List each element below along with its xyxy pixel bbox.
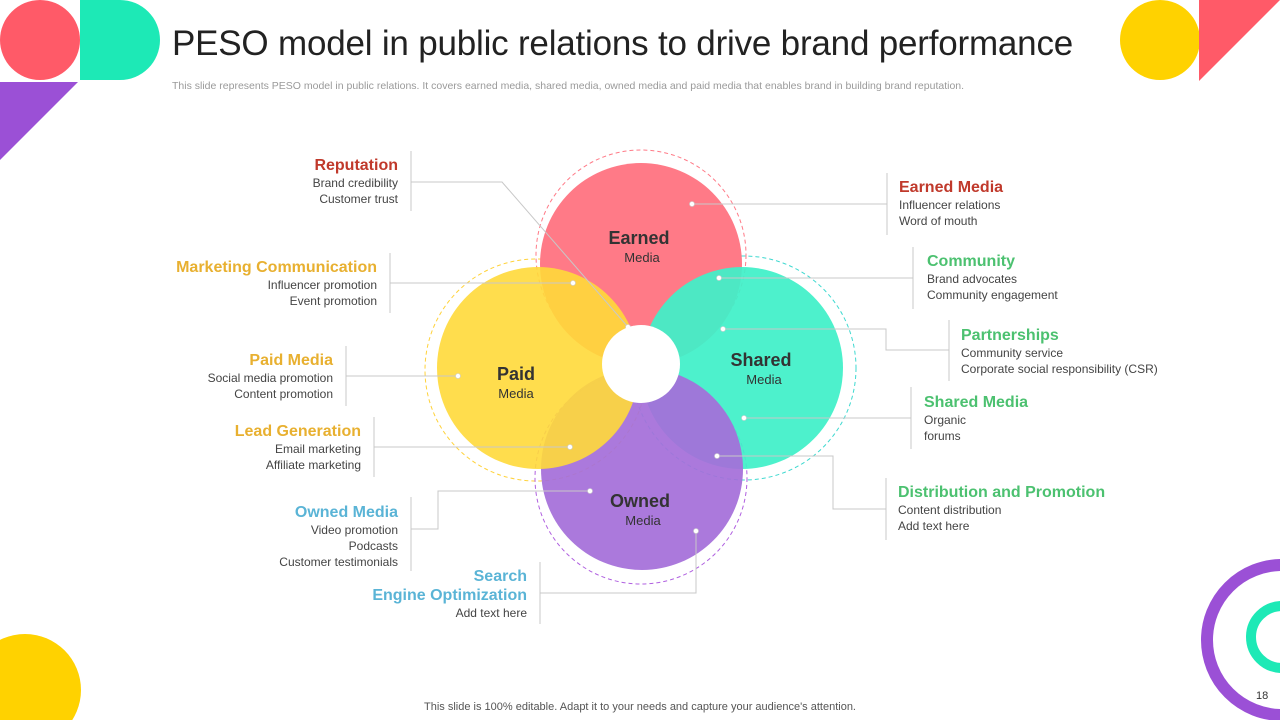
decor-teal-ring	[1246, 601, 1280, 673]
label-item: Content distribution	[898, 503, 1002, 517]
label-shared-media: Shared Media Organic forums	[924, 393, 1028, 444]
label-item: Influencer promotion	[267, 278, 377, 292]
label-item: forums	[924, 429, 961, 443]
label-item: Add text here	[898, 519, 970, 533]
decor-teal-halfcircle	[80, 0, 160, 80]
label-item: Video promotion	[310, 523, 398, 537]
footer-note: This slide is 100% editable. Adapt it to…	[424, 701, 856, 713]
label-item: Community service	[961, 346, 1064, 360]
label-heading: Shared Media	[924, 394, 1029, 411]
label-item: Organic	[924, 413, 967, 427]
connector-reputation	[411, 181, 629, 328]
label-item: Brand credibility	[312, 176, 398, 190]
paid-title: Paid	[497, 364, 535, 384]
shared-subtitle: Media	[746, 372, 782, 387]
label-item: Add text here	[455, 606, 527, 620]
label-search-engine-optimization: Search Engine Optimization Add text here	[372, 567, 527, 621]
connector-seo	[540, 531, 697, 594]
page-subtitle: This slide represents PESO model in publ…	[172, 80, 965, 92]
label-item: Influencer relations	[899, 198, 1001, 212]
label-distribution-and-promotion: Distribution and Promotion Content distr…	[898, 483, 1105, 534]
label-earned-media: Earned Media Influencer relations Word o…	[899, 178, 1003, 229]
label-item: Corporate social responsibility (CSR)	[961, 362, 1158, 376]
decor-yellow-circle	[1120, 0, 1200, 80]
paid-subtitle: Media	[498, 386, 534, 401]
center-circle	[602, 325, 680, 403]
label-item: Community engagement	[927, 288, 1058, 302]
shared-title: Shared	[730, 350, 791, 370]
connector-partnerships	[723, 328, 949, 351]
label-item: Social media promotion	[207, 371, 333, 385]
label-heading: Engine Optimization	[372, 587, 527, 604]
connector-lines	[345, 151, 950, 624]
decor-purple-triangle	[0, 82, 78, 160]
decor-red-triangle	[1199, 0, 1280, 81]
owned-subtitle: Media	[625, 513, 661, 528]
connector-distribution	[717, 455, 886, 510]
label-heading: Marketing Communication	[176, 259, 377, 276]
label-item: Event promotion	[289, 294, 377, 308]
label-community: Community Brand advocates Community enga…	[927, 252, 1058, 303]
page-title: PESO model in public relations to drive …	[172, 24, 1074, 63]
label-item: Word of mouth	[899, 214, 978, 228]
label-item: Customer trust	[319, 192, 398, 206]
decor-yellow-bottom-circle	[0, 634, 81, 720]
earned-title: Earned	[608, 228, 669, 248]
label-heading: Search	[473, 568, 527, 585]
label-marketing-communication: Marketing Communication Influencer promo…	[176, 258, 377, 309]
page-number: 18	[1256, 690, 1269, 702]
label-item: Content promotion	[234, 387, 333, 401]
label-heading: Owned Media	[294, 504, 398, 521]
connector-dots	[455, 201, 747, 534]
label-item: Brand advocates	[927, 272, 1018, 286]
label-item: Affiliate marketing	[265, 458, 361, 472]
paid-petal	[437, 267, 639, 469]
label-partnerships: Partnerships Community service Corporate…	[961, 326, 1158, 377]
connector-owned-media	[411, 490, 590, 530]
label-lead-generation: Lead Generation Email marketing Affiliat…	[235, 422, 361, 473]
label-heading: Earned Media	[899, 179, 1004, 196]
earned-subtitle: Media	[624, 250, 660, 265]
label-heading: Partnerships	[961, 327, 1059, 344]
label-item: Customer testimonials	[279, 555, 398, 569]
label-heading: Lead Generation	[234, 423, 361, 440]
label-heading: Paid Media	[249, 352, 333, 369]
label-heading: Distribution and Promotion	[898, 484, 1106, 501]
label-item: Email marketing	[274, 442, 361, 456]
label-heading: Community	[927, 253, 1015, 270]
label-item: Podcasts	[348, 539, 398, 553]
label-heading: Reputation	[314, 157, 398, 174]
label-paid-media: Paid Media Social media promotion Conten…	[208, 351, 333, 402]
decor-purple-ring	[1201, 559, 1280, 720]
owned-title: Owned	[610, 491, 670, 511]
decor-red-circle	[0, 0, 80, 80]
label-owned-media: Owned Media Video promotion Podcasts Cus…	[279, 503, 398, 570]
label-reputation: Reputation Brand credibility Customer tr…	[313, 156, 398, 207]
